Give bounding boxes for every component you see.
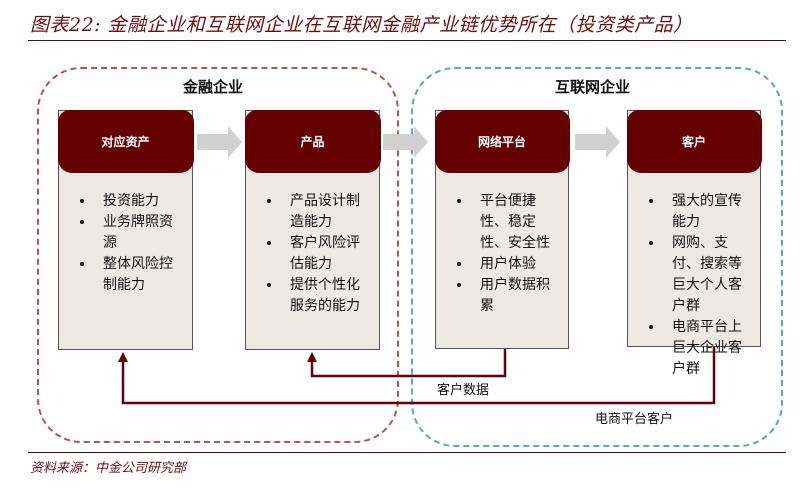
ecommerce-customers-label: 电商平台客户 [595, 412, 674, 427]
card-header: 网络平台 [434, 109, 570, 173]
figure-title: 图表22: 金融企业和互联网企业在互联网金融产业链优势所在（投资类产品） [30, 14, 693, 36]
list-item: 产品设计制造能力 [282, 191, 373, 233]
list-item: 整体风险控制能力 [95, 254, 186, 296]
list-item: 平台便捷性、稳定性、安全性 [472, 191, 562, 254]
ecommerce-line [121, 340, 716, 405]
customer-data-label: 客户数据 [437, 383, 490, 398]
finance-group [37, 67, 399, 443]
arrow-up-icon [307, 352, 317, 362]
footer-divider [28, 452, 786, 453]
list-item: 客户风险评估能力 [282, 233, 373, 275]
source-note: 资料来源：中金公司研究部 [30, 461, 187, 476]
internet-group-label: 互联网企业 [555, 78, 631, 96]
card-header: 对应资产 [57, 109, 194, 173]
flow-arrows [197, 126, 620, 158]
list-item: 网购、支付、搜索等巨大个人客户群 [664, 233, 754, 317]
arrow-right-icon [197, 126, 242, 158]
list-item: 用户数据积累 [472, 275, 562, 317]
card-platform: 网络平台 平台便捷性、稳定性、安全性用户体验用户数据积累 [434, 109, 570, 349]
card-product: 产品 产品设计制造能力客户风险评估能力提供个性化服务的能力 [244, 109, 381, 350]
arrow-up-icon [118, 352, 128, 362]
card-header: 客户 [626, 109, 762, 173]
arrow-right-icon [383, 126, 428, 158]
list-item: 业务牌照资源 [95, 212, 186, 254]
arrow-right-icon [575, 126, 620, 158]
list-item: 电商平台上巨大企业客户群 [664, 317, 754, 380]
title-divider [28, 40, 786, 41]
finance-group-label: 金融企业 [183, 78, 244, 96]
list-item: 提供个性化服务的能力 [282, 275, 373, 317]
card-customers: 客户 强大的宣传能力网购、支付、搜索等巨大个人客户群电商平台上巨大企业客户群 [626, 109, 762, 377]
internet-group [411, 67, 783, 447]
list-item: 用户体验 [472, 254, 562, 275]
list-item: 投资能力 [95, 191, 186, 212]
list-item: 强大的宣传能力 [664, 191, 754, 233]
card-header: 产品 [244, 109, 381, 173]
card-assets: 对应资产 投资能力业务牌照资源整体风险控制能力 [57, 109, 194, 350]
